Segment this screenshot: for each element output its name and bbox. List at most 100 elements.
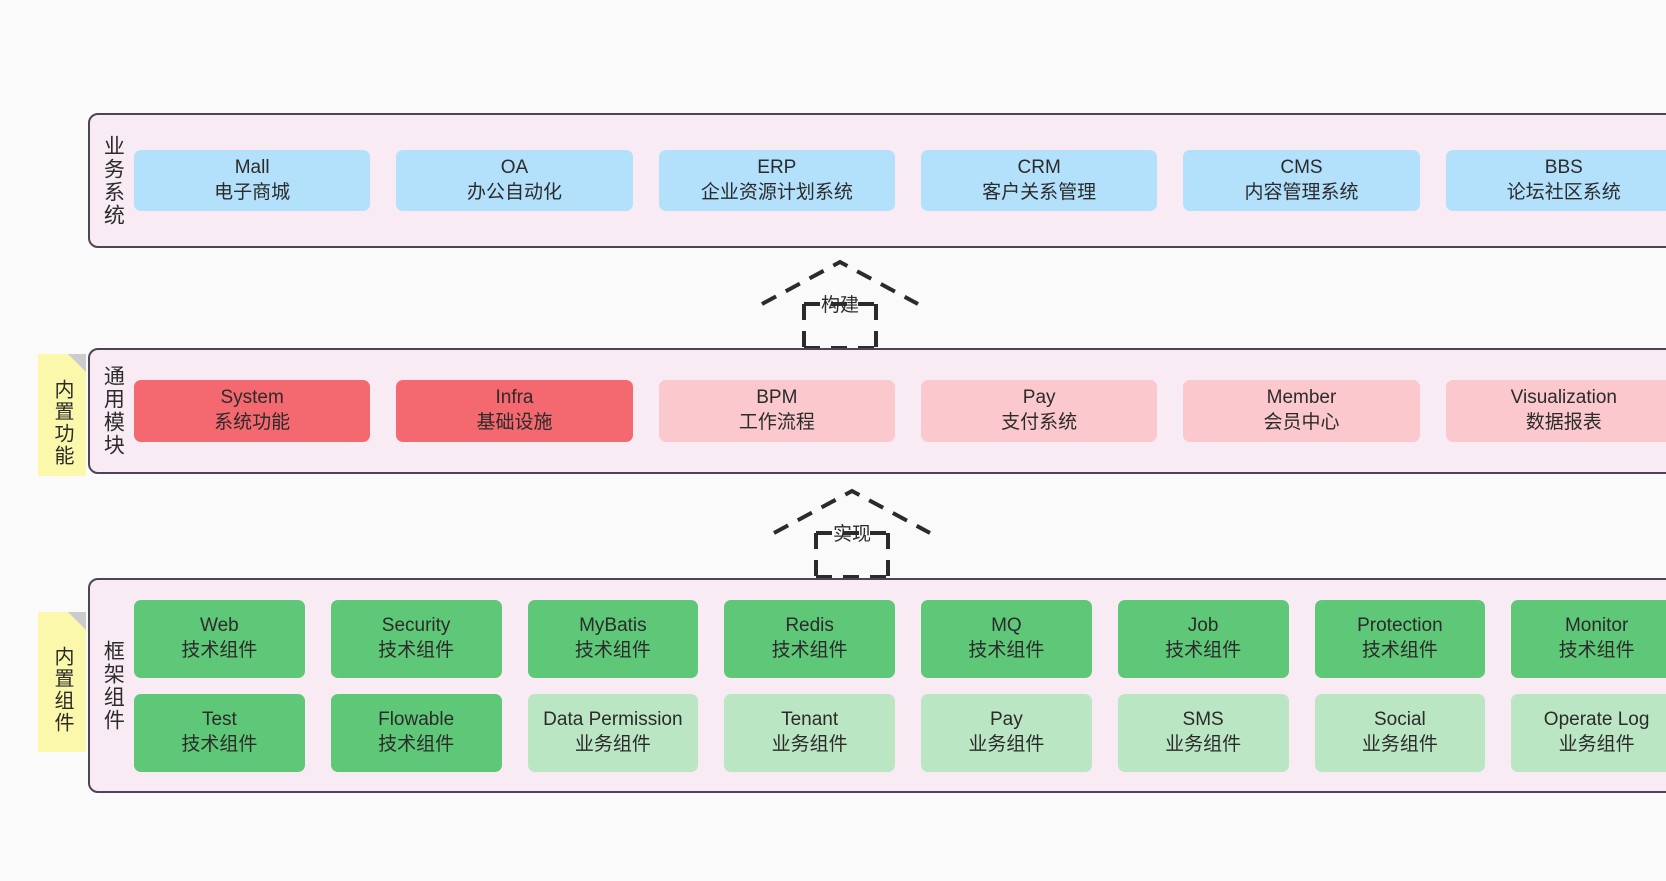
card-subtitle: 技术组件	[1558, 639, 1635, 661]
card-social[interactable]: Social 业务组件	[1314, 693, 1486, 772]
card-subtitle: 技术组件	[1361, 639, 1438, 661]
card-subtitle: 技术组件	[378, 733, 455, 755]
connector-build: 构建	[760, 258, 920, 350]
card-mall[interactable]: Mall 电子商城	[134, 149, 371, 212]
card-title: Pay	[990, 708, 1023, 730]
card-subtitle: 技术组件	[1165, 639, 1242, 661]
card-title: Tenant	[781, 708, 839, 730]
card-title: Protection	[1357, 614, 1443, 636]
card-title: OA	[500, 156, 529, 178]
layer-panel-business-systems: 业务系统 Mall 电子商城 OA 办公自动化 ERP 企业资源计划系统 CRM…	[88, 113, 1666, 248]
card-title: MQ	[991, 614, 1022, 636]
card-pay-component[interactable]: Pay 业务组件	[921, 693, 1092, 772]
card-subtitle: 客户关系管理	[982, 181, 1097, 203]
card-title: CRM	[1017, 156, 1061, 178]
card-tenant[interactable]: Tenant 业务组件	[724, 693, 895, 772]
card-row: Test 技术组件 Flowable 技术组件 Data Permission …	[134, 693, 1666, 772]
card-row: Web 技术组件 Security 技术组件 MyBatis 技术组件 Redi…	[134, 599, 1666, 678]
card-title: Test	[201, 708, 237, 730]
card-subtitle: 工作流程	[738, 412, 815, 433]
card-test[interactable]: Test 技术组件	[134, 693, 305, 772]
card-erp[interactable]: ERP 企业资源计划系统	[658, 149, 895, 212]
card-protection[interactable]: Protection 技术组件	[1314, 599, 1486, 678]
card-subtitle: 技术组件	[574, 639, 651, 661]
card-mq[interactable]: MQ 技术组件	[921, 599, 1092, 678]
layer-label-framework-components: 框架组件	[101, 639, 125, 732]
card-subtitle: 业务组件	[1165, 733, 1242, 755]
card-title: Security	[381, 614, 451, 636]
card-title: Job	[1187, 614, 1219, 636]
card-title: Mall	[234, 156, 270, 178]
card-subtitle: 业务组件	[1558, 733, 1635, 755]
layer-body-framework-components: Web 技术组件 Security 技术组件 MyBatis 技术组件 Redi…	[134, 580, 1666, 791]
connector-implement: 实现	[772, 487, 932, 579]
card-redis[interactable]: Redis 技术组件	[724, 599, 895, 678]
layer-panel-common-modules: 通用模块 System 系统功能 Infra 基础设施 BPM 工作流程 Pay…	[88, 348, 1666, 474]
card-visualization[interactable]: Visualization 数据报表	[1445, 380, 1666, 442]
card-row: System 系统功能 Infra 基础设施 BPM 工作流程 Pay 支付系统…	[134, 380, 1666, 442]
card-bpm[interactable]: BPM 工作流程	[658, 380, 895, 442]
card-title: System	[220, 387, 284, 409]
card-title: CMS	[1280, 156, 1323, 178]
card-title: Monitor	[1564, 614, 1629, 636]
card-cms[interactable]: CMS 内容管理系统	[1183, 149, 1420, 212]
card-sms[interactable]: SMS 业务组件	[1117, 693, 1289, 772]
layer-panel-framework-components: 框架组件 Web 技术组件 Security 技术组件 MyBatis 技术组件…	[88, 578, 1666, 793]
card-title: Operate Log	[1543, 708, 1650, 730]
card-subtitle: 业务组件	[771, 733, 848, 755]
card-subtitle: 技术组件	[181, 639, 258, 661]
card-title: Pay	[1022, 387, 1056, 409]
sticky-note-builtin-features: 内置功能	[38, 354, 86, 476]
card-flowable[interactable]: Flowable 技术组件	[330, 693, 502, 772]
card-subtitle: 办公自动化	[466, 181, 562, 203]
card-monitor[interactable]: Monitor 技术组件	[1511, 599, 1666, 678]
card-security[interactable]: Security 技术组件	[330, 599, 502, 678]
card-mybatis[interactable]: MyBatis 技术组件	[527, 599, 699, 678]
card-title: Social	[1374, 708, 1426, 730]
card-title: BPM	[756, 387, 798, 409]
card-subtitle: 业务组件	[968, 733, 1045, 755]
card-subtitle: 系统功能	[214, 412, 291, 433]
card-title: Flowable	[378, 708, 455, 730]
card-subtitle: 企业资源计划系统	[700, 181, 853, 203]
card-title: Data Permission	[543, 708, 683, 730]
card-operate-log[interactable]: Operate Log 业务组件	[1511, 693, 1666, 772]
card-subtitle: 电子商城	[214, 181, 291, 203]
card-title: Web	[200, 614, 239, 636]
card-title: Visualization	[1510, 387, 1617, 409]
layer-body-business-systems: Mall 电子商城 OA 办公自动化 ERP 企业资源计划系统 CRM 客户关系…	[134, 115, 1666, 246]
card-infra[interactable]: Infra 基础设施	[396, 380, 633, 442]
card-subtitle: 技术组件	[771, 639, 848, 661]
folded-corner-icon	[68, 354, 86, 372]
sticky-note-label: 内置功能	[51, 379, 73, 467]
card-pay[interactable]: Pay 支付系统	[920, 380, 1158, 442]
card-subtitle: 技术组件	[378, 639, 455, 661]
card-system[interactable]: System 系统功能	[134, 380, 371, 442]
card-title: SMS	[1182, 708, 1224, 730]
card-oa[interactable]: OA 办公自动化	[396, 149, 633, 212]
layer-body-common-modules: System 系统功能 Infra 基础设施 BPM 工作流程 Pay 支付系统…	[134, 350, 1666, 472]
card-subtitle: 支付系统	[1001, 412, 1078, 433]
card-subtitle: 技术组件	[181, 733, 258, 755]
card-subtitle: 业务组件	[574, 733, 651, 755]
card-subtitle: 技术组件	[968, 639, 1045, 661]
card-subtitle: 基础设施	[476, 412, 553, 433]
card-title: BBS	[1544, 156, 1583, 178]
card-row: Mall 电子商城 OA 办公自动化 ERP 企业资源计划系统 CRM 客户关系…	[134, 149, 1666, 212]
card-job[interactable]: Job 技术组件	[1117, 599, 1289, 678]
card-title: Redis	[785, 614, 834, 636]
card-subtitle: 论坛社区系统	[1506, 181, 1621, 203]
layer-label-common-modules: 通用模块	[101, 365, 125, 457]
card-member[interactable]: Member 会员中心	[1183, 380, 1420, 442]
layer-label-business-systems: 业务系统	[101, 134, 125, 227]
sticky-note-builtin-components: 内置组件	[38, 612, 86, 752]
card-data-permission[interactable]: Data Permission 业务组件	[527, 693, 699, 772]
card-web[interactable]: Web 技术组件	[134, 599, 305, 678]
card-title: MyBatis	[579, 614, 647, 636]
card-title: Member	[1266, 387, 1337, 409]
card-bbs[interactable]: BBS 论坛社区系统	[1445, 149, 1666, 212]
card-crm[interactable]: CRM 客户关系管理	[920, 149, 1158, 212]
card-subtitle: 内容管理系统	[1244, 181, 1359, 203]
card-title: Infra	[495, 387, 534, 409]
connector-label-build: 构建	[820, 295, 860, 316]
